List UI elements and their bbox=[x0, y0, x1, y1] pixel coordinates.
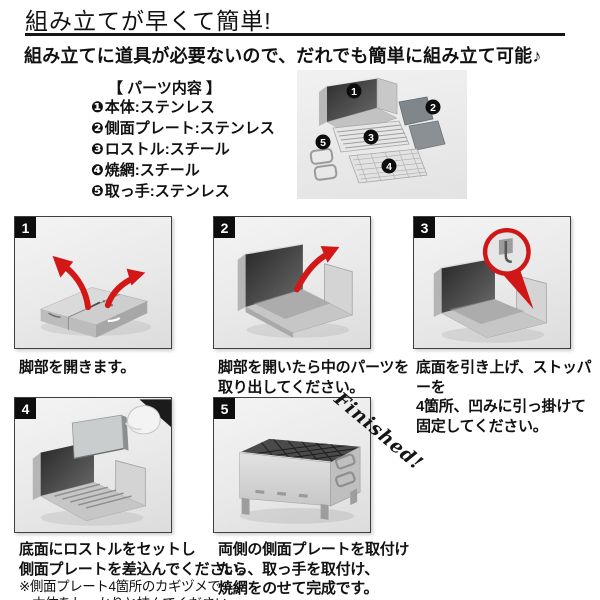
part-label-grill-net: 焼網:スチール bbox=[104, 162, 200, 179]
photo-badge-5: 5 bbox=[320, 137, 326, 149]
step-3-photo: 3 bbox=[413, 216, 571, 349]
step-4-illustration bbox=[32, 399, 171, 526]
step-5-illustration bbox=[239, 438, 361, 524]
parts-list-item: ❺ 取っ手:ステンレス bbox=[91, 180, 275, 201]
gloved-hand-icon bbox=[124, 399, 171, 435]
part-number-2: ❷ bbox=[91, 119, 104, 137]
step-3-caption: 底面を引き上げ、ストッパーを 4箇所、凹みに引っ掛けて 固定してください。 bbox=[416, 359, 592, 435]
part-label-handle: 取っ手:ステンレス bbox=[104, 183, 230, 200]
step-5-photo: 5 bbox=[213, 397, 371, 533]
step-5-number-badge: 5 bbox=[214, 398, 235, 419]
step-3-illustration bbox=[433, 227, 548, 343]
part-label-rostle: ロストル:スチール bbox=[104, 141, 230, 158]
parts-list-item: ❶ 本体:ステンレス bbox=[91, 96, 275, 117]
grill-legs bbox=[241, 488, 358, 520]
part-handles-illustration bbox=[309, 148, 338, 181]
part-number-4: ❹ bbox=[91, 161, 104, 179]
grill-handles bbox=[335, 453, 356, 488]
magnifier-callout-icon bbox=[482, 227, 534, 310]
step-4-number-badge: 4 bbox=[15, 398, 36, 419]
step-2-photo: 2 bbox=[213, 216, 371, 349]
part-label-side-plate: 側面プレート:ステンレス bbox=[104, 120, 275, 137]
title-underline bbox=[25, 33, 565, 36]
parts-photo: 1 2 3 4 5 bbox=[297, 70, 467, 199]
parts-list: ❶ 本体:ステンレス ❷ 側面プレート:ステンレス ❸ ロストル:スチール ❹ … bbox=[91, 96, 275, 201]
photo-badge-3: 3 bbox=[368, 132, 374, 144]
parts-list-item: ❷ 側面プレート:ステンレス bbox=[91, 117, 275, 138]
photo-badge-4: 4 bbox=[386, 161, 392, 173]
part-label-body: 本体:ステンレス bbox=[104, 99, 215, 116]
step-1-caption: 脚部を開きます。 bbox=[19, 359, 136, 376]
part-number-1: ❶ bbox=[91, 98, 104, 116]
step-2-caption: 脚部を開いたら中のパーツを 取り出してください。 bbox=[218, 359, 409, 396]
photo-badge-2: 2 bbox=[430, 102, 436, 114]
page-subtitle: 組み立てに道具が必要ないので、だれでも簡単に組み立て可能♪ bbox=[24, 46, 542, 66]
step-4-photo: 4 bbox=[14, 397, 172, 533]
open-arrows-icon bbox=[52, 255, 146, 311]
parts-list-item: ❹ 焼網:スチール bbox=[91, 159, 275, 180]
rostle-in-place bbox=[54, 483, 132, 509]
parts-list-item: ❸ ロストル:スチール bbox=[91, 138, 275, 159]
part-side-plates-illustration bbox=[398, 96, 446, 151]
step-1-photo: 1 bbox=[14, 216, 172, 349]
parts-photo-illustration: 1 2 3 4 5 bbox=[309, 77, 446, 184]
step-4-caption: 底面にロストルをセットし 側面プレートを差込んでください。 bbox=[19, 541, 254, 578]
step-1-number-badge: 1 bbox=[15, 217, 36, 238]
photo-badge-1: 1 bbox=[351, 86, 357, 98]
step-3-number-badge: 3 bbox=[414, 217, 435, 238]
side-plate-inserting bbox=[71, 414, 129, 460]
parts-heading: 【 パーツ内容 】 bbox=[108, 80, 222, 97]
part-body-illustration bbox=[319, 77, 398, 135]
step-5-caption: 両側の側面プレートを取付け たら、取っ手を取付け、 焼網をのせて完成です。 bbox=[218, 541, 410, 597]
step-2-illustration bbox=[237, 243, 353, 338]
step-1-illustration bbox=[39, 255, 152, 338]
page-title: 組み立てが早くて簡単! bbox=[25, 8, 272, 34]
part-number-3: ❸ bbox=[91, 140, 104, 158]
step-2-number-badge: 2 bbox=[214, 217, 235, 238]
part-number-5: ❺ bbox=[91, 182, 104, 200]
lift-arrow-icon bbox=[293, 245, 340, 293]
step-4-note: ※側面プレート4箇所のカギヅメで 本体をしっかりと挟んでください。 bbox=[19, 579, 241, 600]
